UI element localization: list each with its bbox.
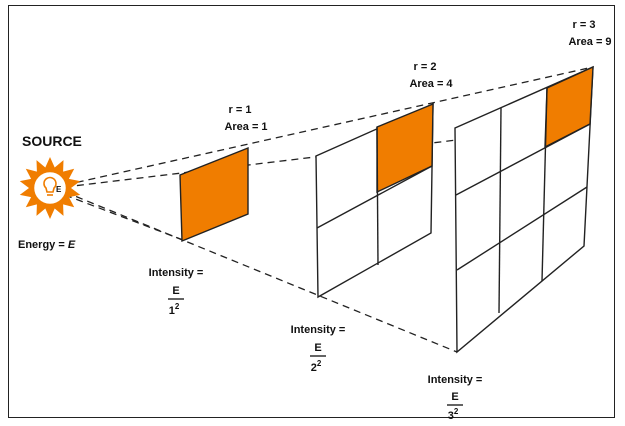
panel-r2-denominator: 22 — [311, 359, 322, 374]
panel-r2-denominator-base: 2 — [311, 362, 317, 374]
panel-r2-intensity-label: Intensity = — [291, 324, 346, 336]
panel-r3-grid-v2 — [541, 87, 548, 282]
projection-line-lower — [64, 191, 458, 353]
panel-r3-denominator: 32 — [448, 407, 459, 422]
sun-core — [31, 169, 69, 207]
energy-symbol: E — [68, 239, 76, 251]
panel-r1-highlight — [179, 146, 249, 243]
panel-r3-radius-label: r = 3 — [573, 19, 596, 31]
panel-r3-grid-h1 — [455, 123, 591, 196]
panel-r3-denominator-exp: 2 — [454, 407, 459, 416]
panel-r2-denominator-exp: 2 — [317, 359, 322, 368]
panel-r1-denominator-exp: 2 — [175, 302, 180, 311]
lightbulb-icon — [43, 176, 57, 196]
panel-r3-area-label: Area = 9 — [568, 36, 611, 48]
panel-r1-denominator-base: 1 — [169, 305, 175, 317]
bulb-energy-symbol: E — [56, 185, 62, 194]
panel-r2-radius-label: r = 2 — [414, 61, 437, 73]
sun-icon — [19, 157, 81, 219]
panel-r2 — [315, 102, 434, 299]
panel-r1-numerator: E — [172, 285, 179, 297]
energy-text: Energy = — [18, 239, 68, 251]
panel-r1-intensity-label: Intensity = — [149, 267, 204, 279]
panel-r1 — [179, 146, 249, 243]
source-title: SOURCE — [22, 133, 82, 149]
panel-r1-denominator: 12 — [169, 302, 180, 317]
panel-r2-area-label: Area = 4 — [409, 78, 453, 90]
panel-r3-grid-h2 — [456, 186, 588, 271]
panel-r2-grid-h — [316, 165, 433, 229]
energy-label: Energy = E — [18, 239, 76, 251]
panel-r3 — [454, 65, 594, 354]
panel-r3-denominator-base: 3 — [448, 410, 454, 422]
panel-r2-numerator: E — [314, 342, 321, 354]
panel-r3-numerator: E — [451, 391, 458, 403]
panel-r1-area-label: Area = 1 — [224, 121, 267, 133]
projection-line-bottom — [64, 194, 184, 241]
projection-line-top — [64, 66, 594, 186]
panel-r3-intensity-label: Intensity = — [428, 374, 483, 386]
panel-r1-radius-label: r = 1 — [229, 104, 252, 116]
panel-r3-grid-v1 — [498, 107, 502, 314]
